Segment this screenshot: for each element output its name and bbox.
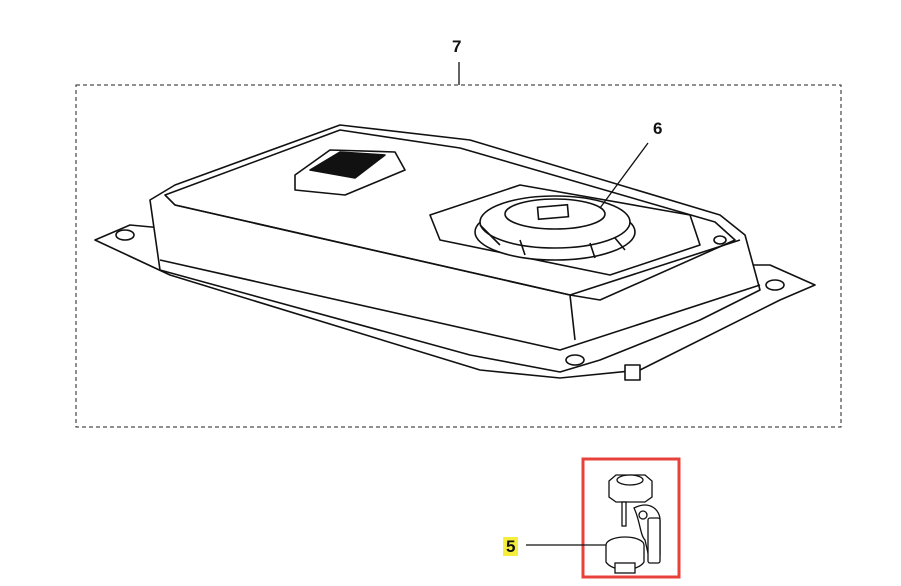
fuel-tank-drawing xyxy=(94,124,816,381)
callout-5[interactable]: 5 xyxy=(503,537,519,556)
highlight-box-5 xyxy=(581,457,681,579)
fuel-cap-drawing xyxy=(474,195,636,261)
callout-7[interactable]: 7 xyxy=(452,37,462,56)
fuel-valve-drawing xyxy=(605,474,661,574)
leader-line-6 xyxy=(599,142,649,209)
callout-6[interactable]: 6 xyxy=(653,119,663,138)
